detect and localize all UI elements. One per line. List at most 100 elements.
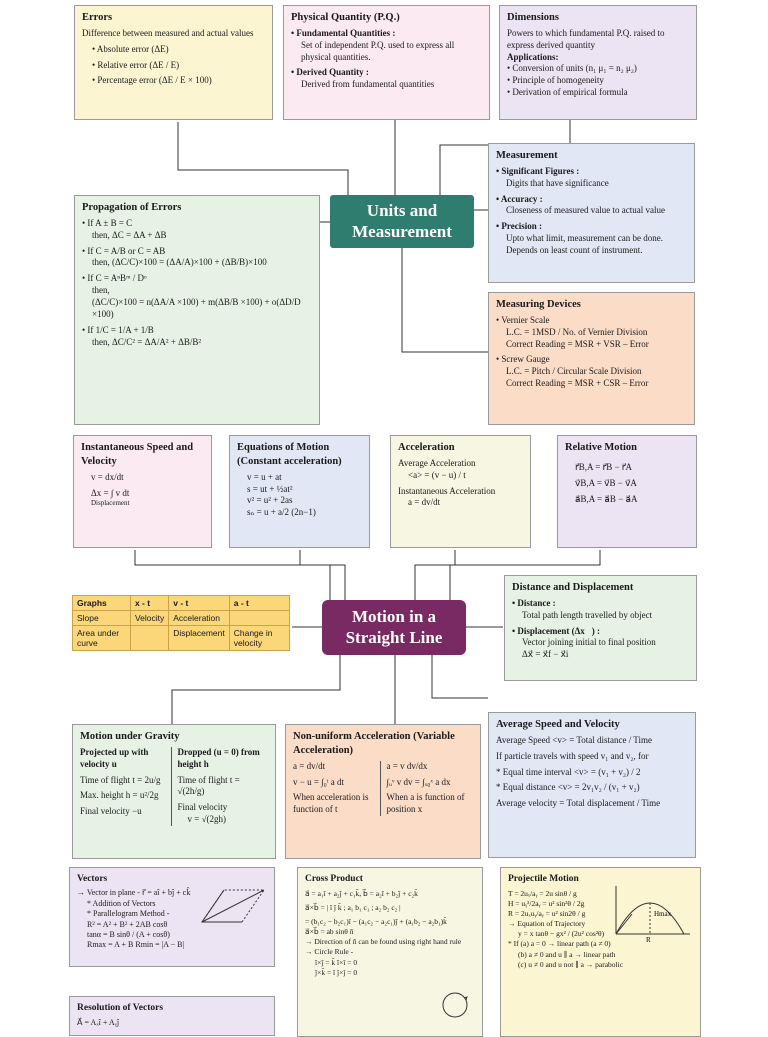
hmax-label: Hmax <box>654 910 672 918</box>
gravity-left-line: Time of flight t = 2u/g <box>80 774 161 785</box>
avg-speed-line: Average velocity = Total displacement / … <box>496 798 661 809</box>
vectors-line: * Parallelogram Method - <box>87 909 170 919</box>
prop-line: then, <box>92 285 110 296</box>
avg-speed-line: * Equal time interval <v> = (v₁ + v₂) / … <box>496 766 641 777</box>
propagation-errors-box: Propagation of Errors • If A ± B = C the… <box>74 195 320 425</box>
cross-line: a⃗×b⃗ = | î ĵ k̂ ; a₁ b₁ c₁ ; a₂ b₂ c₂ | <box>305 902 401 912</box>
prop-line: • If C = AⁿBᵐ / Dᵒ <box>82 273 147 284</box>
eq-motion-eq: v = u + at <box>247 471 282 482</box>
gravity-left-line: Max. height h = u²/2g <box>80 790 159 801</box>
cross-line: î×ĵ = k̂ î×î = 0 <box>315 957 358 967</box>
cross-product-box: Cross Product a⃗ = a₁î + a₂ĵ + c₁k̂, b⃗ … <box>297 867 483 1037</box>
graphs-header-row: Graphs x - t v - t a - t <box>72 595 291 611</box>
distance-desc: Total path length travelled by object <box>522 609 653 620</box>
relative-title: Relative Motion <box>565 442 638 453</box>
prop-line: • If C = A/B or C = AB <box>82 245 166 256</box>
gravity-left-line: Final velocity −u <box>80 806 142 817</box>
errors-title: Errors <box>82 12 113 23</box>
projectile-motion-box: Projectile Motion T = 2uₓ/aᵧ = 2u sinθ /… <box>500 867 701 1037</box>
vectors-line: * Addition of Vectors <box>87 898 156 908</box>
vectors-line: R² = A² + B² + 2AB cosθ <box>87 919 168 929</box>
vernier-reading: Correct Reading = MSR + VSR – Error <box>506 338 649 349</box>
gravity-right-line: Time of flight t = √(2h/g) <box>177 774 240 797</box>
graphs-cell: Velocity <box>129 610 170 626</box>
acceleration-box: Acceleration Average Acceleration <a> = … <box>390 435 531 548</box>
nonuniform-right-line: a = v dv/dx <box>386 760 428 771</box>
graphs-cell: Slope <box>72 610 131 626</box>
graphs-cell: Change in velocity <box>228 625 291 651</box>
eq-motion-eq: v² = u² + 2as <box>247 495 293 506</box>
dimensions-desc: Powers to which fundamental P.Q. raised … <box>507 27 665 50</box>
relative-eq: r⃗B,A = r⃗B − r⃗A <box>575 461 633 472</box>
projectile-diagram: Hmax R <box>615 886 690 944</box>
prop-line: then, (ΔC/C)×100 = (ΔA/A)×100 + (ΔB/B)×1… <box>92 257 267 268</box>
resolution-eq: A⃗ = Aₓî + Aᵧĵ <box>77 1017 120 1027</box>
projectile-line: * If (a) a = 0 → linear path (a ≠ 0) <box>508 939 611 949</box>
pre-desc: Upto what limit, measurement can be done… <box>506 233 663 256</box>
prop-line: then, ΔC = ΔA + ΔB <box>92 229 167 240</box>
motion-straight-line-center: Motion in a Straight Line <box>322 600 466 655</box>
screw-lc: L.C. = Pitch / Circular Scale Division <box>506 366 642 377</box>
pq-title: Physical Quantity (P.Q.) <box>291 12 400 23</box>
inst-accel-label: Instantaneous Acceleration <box>398 485 496 496</box>
relative-motion-box: Relative Motion r⃗B,A = r⃗B − r⃗A v⃗B,A … <box>557 435 697 548</box>
avg-speed-line: Average Speed <v> = Total distance / Tim… <box>496 734 652 745</box>
graphs-cell: Displacement <box>168 625 230 651</box>
acc-desc: Closeness of measured value to actual va… <box>506 205 665 216</box>
screw-reading: Correct Reading = MSR + CSR – Error <box>506 378 649 389</box>
cross-line: ĵ×k̂ = î ĵ×ĵ = 0 <box>315 967 358 977</box>
prop-line: then, ΔC/C² = ΔA/A² + ΔB/B² <box>92 336 202 347</box>
dimensions-title: Dimensions <box>507 12 559 23</box>
nonuniform-title: Non-uniform Acceleration (Variable Accel… <box>293 731 455 756</box>
prop-line: • If 1/C = 1/A + 1/B <box>82 324 154 335</box>
average-speed-box: Average Speed and Velocity Average Speed… <box>488 712 696 858</box>
motion-center-title: Motion in a Straight Line <box>345 607 443 647</box>
cross-line: a⃗×b⃗ = ab sinθ n̂ <box>305 927 354 937</box>
nonuniform-left-line: a = dv/dt <box>293 760 326 771</box>
resolution-vectors-box: Resolution of Vectors A⃗ = Aₓî + Aᵧĵ <box>69 996 275 1036</box>
eq-motion-eq: sₙ = u + a/2 (2n−1) <box>247 507 316 518</box>
projectile-line: H = uᵧ²/2aᵧ = u² sin²θ / 2g <box>508 898 585 908</box>
graphs-header: a - t <box>228 595 291 611</box>
avg-accel-label: Average Acceleration <box>398 457 476 468</box>
graphs-table: Graphs x - t v - t a - t Slope Velocity … <box>72 595 291 651</box>
displacement-eq: Δx⃗ = x⃗f − x⃗i <box>522 649 569 660</box>
nonuniform-left-line: When acceleration is function of t <box>293 792 369 815</box>
graphs-cell: Acceleration <box>168 610 230 626</box>
errors-box: Errors Difference between measured and a… <box>74 5 273 120</box>
projectile-line: y = x tanθ − gx² / (2u² cos²θ) <box>518 929 605 939</box>
prop-line: • If A ± B = C <box>82 217 133 228</box>
measurement-box: Measurement • Significant Figures : Digi… <box>488 143 695 283</box>
graphs-header: Graphs <box>72 595 131 611</box>
physical-quantity-box: Physical Quantity (P.Q.) • Fundamental Q… <box>283 5 490 120</box>
inst-speed-eq: Δx = ∫ v dt <box>91 487 130 498</box>
nonuniform-right-line: When a is function of position x <box>386 792 465 815</box>
sig-desc: Digits that have significance <box>506 177 609 188</box>
eq-motion-eq: s = ut + ½at² <box>247 483 293 494</box>
cross-title: Cross Product <box>305 874 363 884</box>
projectile-line: T = 2uₓ/aᵧ = 2u sinθ / g <box>508 888 577 898</box>
gravity-title: Motion under Gravity <box>80 731 180 742</box>
relative-eq: v⃗B,A = v⃗B − v⃗A <box>575 477 637 488</box>
resolution-title: Resolution of Vectors <box>77 1003 164 1013</box>
vernier-lc: L.C. = 1MSD / No. of Vernier Division <box>506 326 648 337</box>
inst-speed-title: Instantaneous Speed and Velocity <box>81 442 194 467</box>
table-row: Slope Velocity Acceleration <box>72 610 291 626</box>
propagation-title: Propagation of Errors <box>82 202 182 213</box>
graphs-cell: Area under curve <box>72 625 131 651</box>
graphs-header: x - t <box>129 595 170 611</box>
distance-displacement-box: Distance and Displacement • Distance : T… <box>504 575 697 681</box>
vernier-title: • Vernier Scale <box>496 314 550 325</box>
graphs-cell <box>228 610 291 626</box>
screw-title: • Screw Gauge <box>496 354 550 365</box>
projectile-line: (b) a ≠ 0 and u ∥ a → linear path <box>518 949 616 959</box>
dimensions-app: Derivation of empirical formula <box>507 87 689 99</box>
circle-rule-diagram <box>442 992 468 1018</box>
acceleration-title: Acceleration <box>398 442 455 453</box>
measuring-devices-box: Measuring Devices • Vernier Scale L.C. =… <box>488 292 695 425</box>
avg-speed-line: If particle travels with speed v₁ and v₂… <box>496 750 649 761</box>
dimensions-box: Dimensions Powers to which fundamental P… <box>499 5 697 120</box>
pq-fund-desc: Set of independent P.Q. used to express … <box>301 39 455 62</box>
displacement-desc: Vector joining initial to final position <box>522 637 656 648</box>
